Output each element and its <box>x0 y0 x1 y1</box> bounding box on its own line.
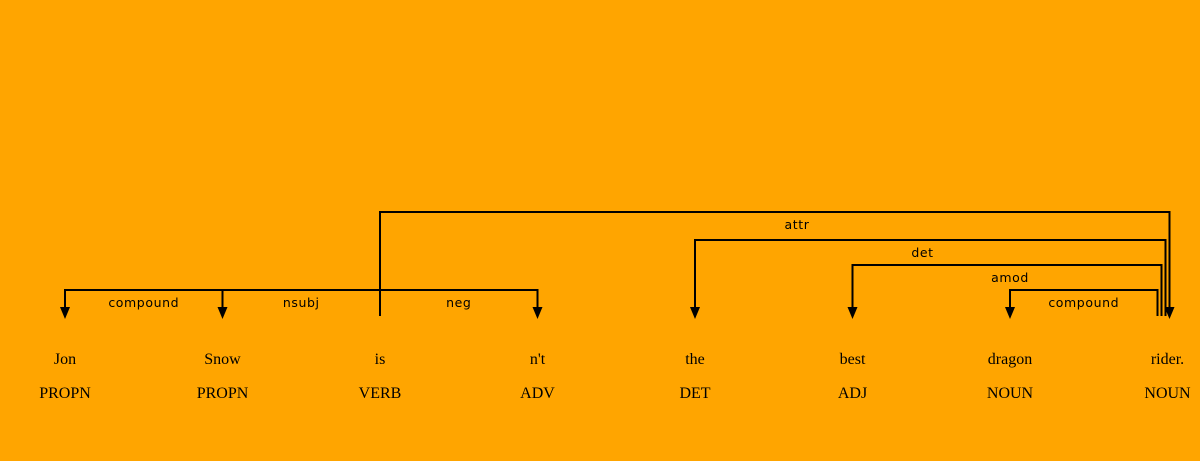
token-word: Jon <box>54 351 76 368</box>
token-word: Snow <box>204 351 241 368</box>
arrowhead-icon <box>1005 307 1015 319</box>
dependency-arcs: compound nsubj neg attr det amod compound <box>60 211 1175 319</box>
arc-label: attr <box>784 217 809 232</box>
token-pos-tag: PROPN <box>39 385 91 402</box>
arrowhead-icon <box>847 307 858 319</box>
arc-label: amod <box>991 270 1029 285</box>
token-pos-tag: NOUN <box>1144 385 1191 402</box>
token-word: is <box>375 351 386 368</box>
arc-label: nsubj <box>283 295 320 310</box>
arc-label: compound <box>108 295 179 310</box>
arc-label: det <box>911 245 933 260</box>
token-word: the <box>685 351 705 368</box>
arrowhead-icon <box>690 307 700 319</box>
arc-label: neg <box>446 295 471 310</box>
token-pos-tag: DET <box>679 385 710 402</box>
arc-label: compound <box>1048 295 1119 310</box>
arc-line <box>694 239 1167 316</box>
token-pos-tag: NOUN <box>987 385 1034 402</box>
token-word: dragon <box>988 351 1032 368</box>
arc-line <box>379 211 1171 316</box>
token-pos-tag: ADJ <box>838 385 867 402</box>
token-pos-tag: VERB <box>359 385 402 402</box>
token-pos-tag: ADV <box>520 385 555 402</box>
arc-line <box>851 264 1163 316</box>
arrowhead-icon <box>60 307 70 319</box>
arrowhead-icon <box>532 307 543 319</box>
arrowhead-icon <box>217 307 228 319</box>
arc-line <box>1009 289 1159 316</box>
arrowhead-icon <box>1164 307 1175 319</box>
token-word: rider. <box>1151 351 1184 368</box>
token-pos-tag: PROPN <box>197 385 249 402</box>
token-word: n't <box>530 351 546 368</box>
token-word: best <box>840 351 866 368</box>
